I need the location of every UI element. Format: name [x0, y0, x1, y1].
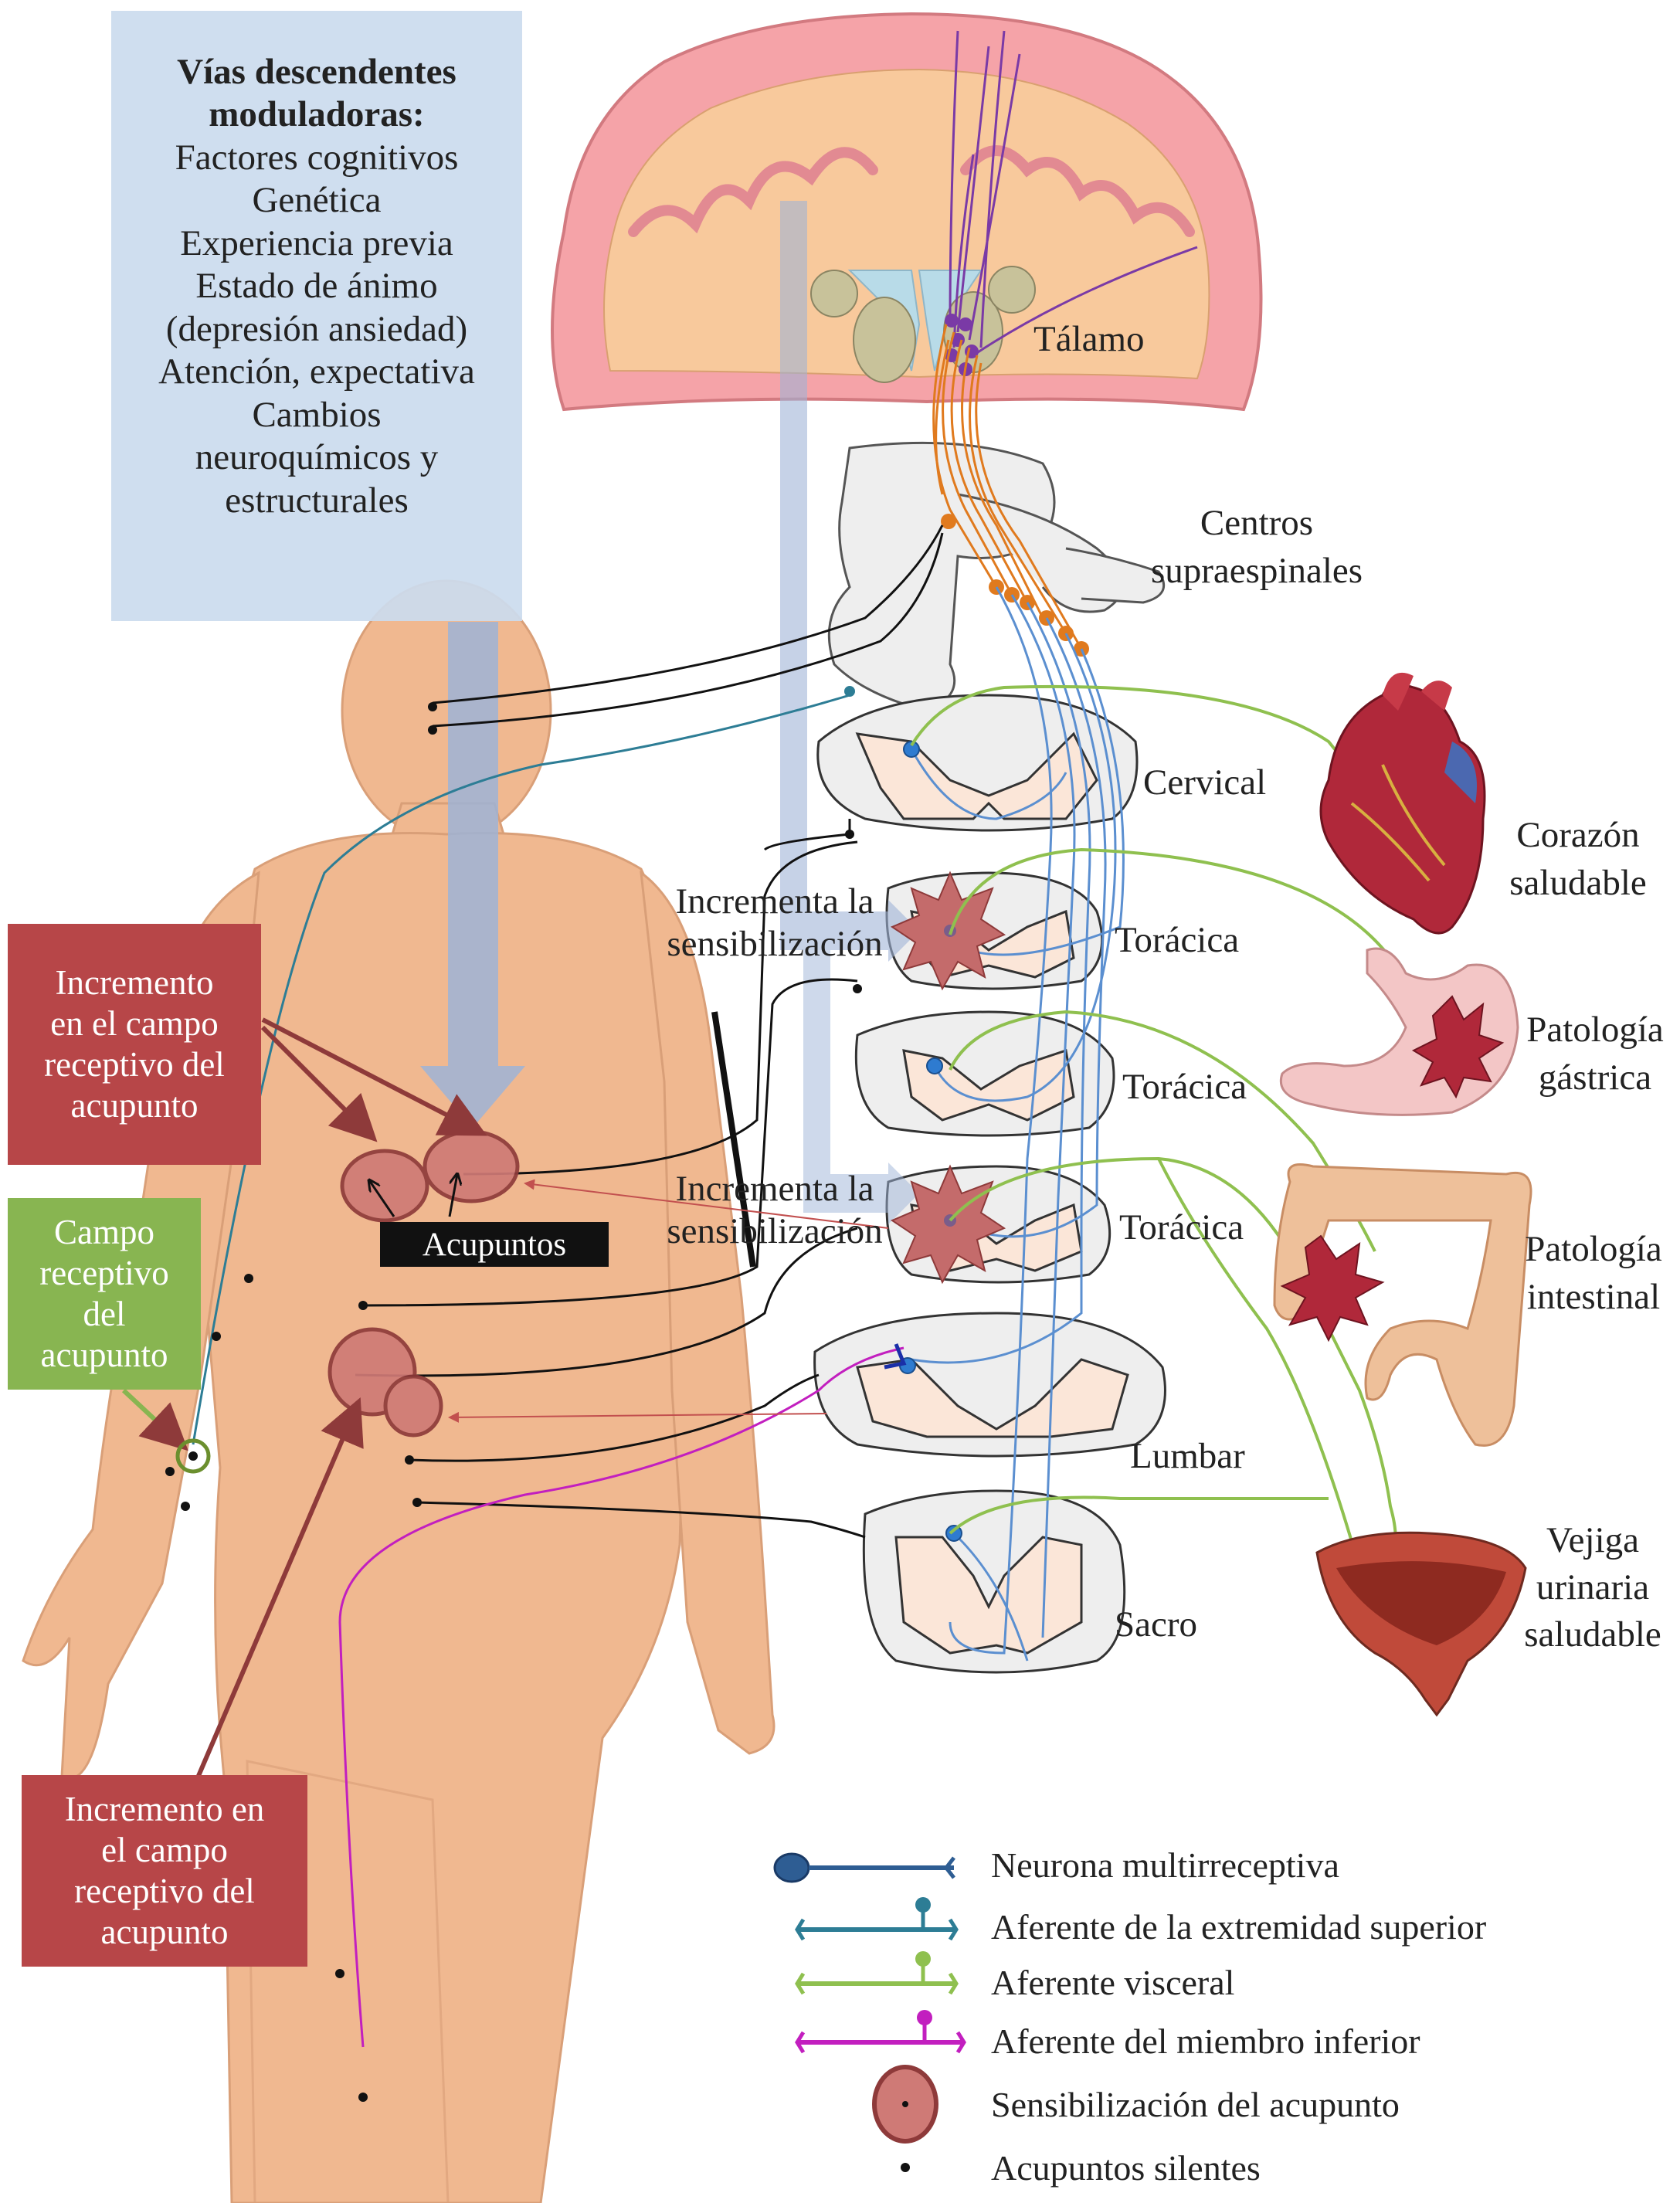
heart-label: Corazón saludable — [1509, 815, 1647, 904]
acupuntos-label: Acupuntos — [380, 1222, 609, 1267]
modulator-item: Genética — [252, 180, 382, 221]
modulator-item: Cambios — [252, 394, 382, 435]
modulator-item: Atención, expectativa — [158, 351, 475, 392]
legend-label-upper-limb-afferent: Aferente de la extremidad superior — [991, 1907, 1487, 1947]
pointer-arrows — [189, 1017, 487, 1794]
visceral-afferent-icon — [795, 1951, 959, 1995]
thalamus-label: Tálamo — [1033, 319, 1145, 359]
purple-tracts — [949, 30, 1198, 357]
acupoint-receptive-field — [175, 1438, 211, 1474]
multireceptive-neuron-icon — [773, 1852, 955, 1883]
green-pointer-arrow — [121, 1388, 188, 1451]
lumbar-label: Lumbar — [1130, 1436, 1245, 1476]
lower-limb-afferent-icon — [795, 2010, 966, 2054]
silent-acupoint-icon — [901, 2163, 910, 2172]
modulator-item: Estado de ánimo — [195, 266, 438, 307]
brainstem — [827, 441, 1166, 712]
heart-illustration — [1319, 672, 1486, 935]
segment-sacral — [862, 1489, 1126, 1674]
acupoint-afferents — [355, 524, 944, 1539]
modulator-item: Factores cognitivos — [175, 137, 459, 178]
modulator-item: (depresión ansiedad) — [165, 308, 468, 349]
sensitization-label-2: Incrementa la sensibilización — [667, 1169, 883, 1252]
intestine-label: Patología intestinal — [1525, 1229, 1662, 1318]
stomach-illustration — [1280, 947, 1519, 1116]
referred-sensitization-arrows — [448, 1179, 889, 1423]
receptive-field-increase-box-bottom: Incremento en el campo receptivo del acu… — [22, 1775, 307, 1967]
legend-label-visceral-afferent: Aferente visceral — [991, 1963, 1235, 2002]
upper-limb-afferent-icon — [795, 1897, 959, 1941]
thoracic-label-3: Torácica — [1119, 1207, 1244, 1247]
supraspinal-centers-label: Centros supraespinales — [1150, 503, 1363, 592]
legend-label-multireceptive-neuron: Neurona multirreceptiva — [991, 1845, 1339, 1885]
intestine-illustration — [1273, 1163, 1532, 1447]
cortex-inner — [603, 68, 1210, 380]
segment-lumbar — [813, 1312, 1166, 1458]
segment-thoracic-2 — [854, 1010, 1115, 1137]
silent-acupoints — [165, 702, 862, 2102]
bladder-illustration — [1315, 1531, 1527, 1717]
descending-arrows — [420, 201, 919, 1224]
bladder-label: Vejiga urinaria saludable — [1524, 1520, 1661, 1655]
acupoint-sensitization-icon — [872, 2065, 938, 2144]
legend-label-lower-limb-afferent: Aferente del miembro inferior — [991, 2021, 1420, 2061]
gyri — [628, 145, 1195, 237]
thoracic-label-2: Torácica — [1122, 1067, 1247, 1107]
sensitized-acupoints — [328, 1129, 520, 1438]
acupoint-receptive-field-box: Campo receptivo del acupunto — [8, 1198, 201, 1390]
thalamus-left — [853, 297, 916, 383]
legend-icons — [773, 1852, 966, 2172]
lower-limb-afferent-line — [338, 1346, 904, 2048]
descending-modulators-box: Vías descendentes moduladoras: Factores … — [111, 11, 522, 621]
modulator-item: estructurales — [225, 480, 409, 521]
cervical-label: Cervical — [1143, 762, 1267, 803]
sensitization-label-1: Incrementa la sensibilización — [667, 881, 883, 965]
brain — [551, 12, 1263, 412]
receptive-field-increase-box-top: Incremento en el campo receptivo del acu… — [8, 924, 261, 1165]
big-descending-arrow — [420, 622, 525, 1128]
stomach-label: Patología gástrica — [1526, 1010, 1664, 1098]
blue-neuron-tracts — [910, 586, 1125, 1662]
acupuntos-pointers — [369, 1174, 457, 1217]
modulators-title-line2: moduladoras: — [209, 94, 425, 135]
thoracic-label-1: Torácica — [1115, 920, 1240, 960]
spine-descending-arrow — [780, 201, 919, 962]
orange-tracts — [932, 324, 1083, 650]
modulator-item: neuroquímicos y — [195, 437, 439, 478]
right-arm — [640, 870, 776, 1755]
modulators-title-line1: Vías descendentes — [177, 52, 456, 92]
modulator-item: Experiencia previa — [180, 222, 453, 263]
legend-label-acupoint-sensitization: Sensibilización del acupunto — [991, 2085, 1400, 2124]
sacral-label: Sacro — [1115, 1604, 1198, 1645]
spinal-bar — [711, 1011, 756, 1268]
legend-label-silent-acupoints: Acupuntos silentes — [991, 2148, 1261, 2188]
